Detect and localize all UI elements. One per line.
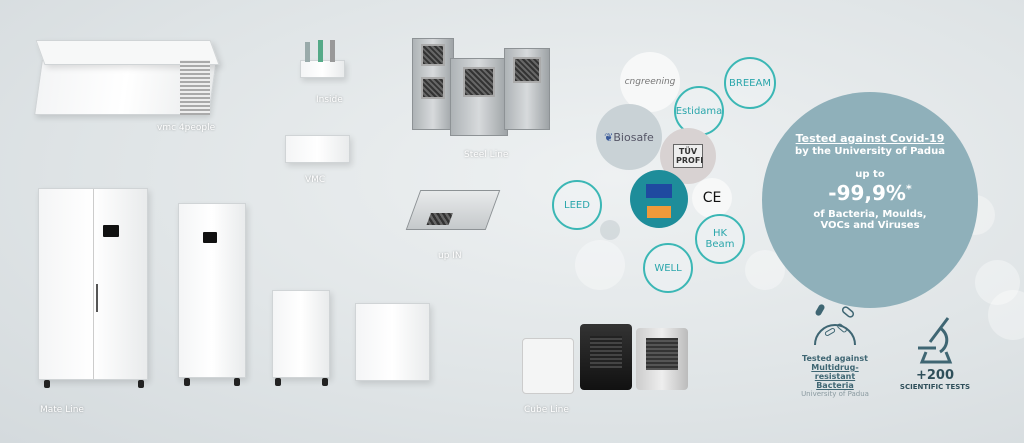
product-label: Steel Line (464, 150, 509, 160)
cert-label: LEED (564, 199, 590, 211)
product-label: VMC (305, 175, 326, 185)
product-label: Inside (316, 95, 343, 105)
claim-line2: VOCs and Viruses (820, 220, 920, 231)
product-label: up IN (438, 251, 462, 261)
cert-tuv: TÜV PROFI (660, 128, 716, 184)
decor-bubble (575, 240, 625, 290)
cert-label: WELL (654, 262, 682, 274)
product-label: Mate Line (40, 405, 84, 415)
eu-flag-icon (646, 184, 672, 198)
cert-estidama: Estidama (674, 86, 724, 136)
cert-eu-label (630, 170, 688, 228)
leaf-icon: ❦ (604, 130, 614, 144)
claim-up-to: up to (855, 169, 885, 180)
covid-claim-circle: Tested against Covid-19 by the Universit… (762, 92, 978, 308)
claim-percent-value: -99,9% (828, 181, 906, 205)
cert-breeam: BREEAM (724, 57, 776, 109)
product-label: Cube Line (524, 405, 569, 415)
cert-label: cngreening (624, 77, 676, 87)
cert-label: CE (702, 190, 722, 206)
claim-subtitle: by the University of Padua (795, 146, 945, 157)
cert-label: TÜV PROFI (673, 144, 703, 168)
tests-label: SCIENTIFIC TESTS (899, 383, 971, 391)
decor-bubble (600, 220, 620, 240)
bacteria-pill-icon (814, 304, 856, 346)
cert-hk-beam: HK Beam (695, 214, 745, 264)
cert-label: HK Beam (705, 228, 735, 250)
mdr-line1: Tested against (802, 354, 868, 363)
mdr-badge: Tested against Multidrug-resistant Bacte… (795, 300, 875, 398)
microscope-icon (918, 317, 953, 364)
tests-badge: +200 SCIENTIFIC TESTS (895, 312, 975, 391)
decor-bubble (988, 290, 1024, 340)
product-label: vmc 4people (157, 123, 216, 133)
decor-bubble (975, 260, 1020, 305)
claim-percent: -99,9%* (762, 181, 978, 205)
cert-well: WELL (643, 243, 693, 293)
cert-label: BREEAM (729, 77, 771, 89)
tests-count: +200 (915, 368, 955, 383)
claim-title: Tested against Covid-19 (795, 132, 945, 145)
claim-line1: of Bacteria, Moulds, (813, 209, 927, 220)
cert-cngreening: cngreening (620, 52, 680, 112)
mdr-source: University of Padua (801, 390, 869, 398)
cert-ce: CE (692, 178, 732, 218)
mdr-line3: Bacteria (816, 381, 854, 390)
cert-label: Estidama (675, 105, 723, 117)
mdr-line2: Multidrug-resistant (811, 363, 859, 381)
cert-biosafe: ❦Biosafe (596, 104, 662, 170)
cert-leed: LEED (552, 180, 602, 230)
claim-asterisk: * (905, 182, 912, 196)
cert-label: Biosafe (613, 130, 654, 144)
